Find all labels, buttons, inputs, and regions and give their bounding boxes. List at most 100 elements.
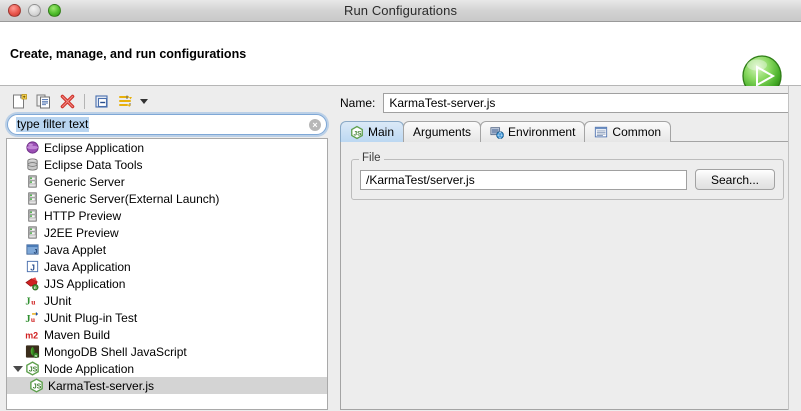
svg-text:JS: JS (354, 130, 363, 137)
tree-item-j2ee-preview[interactable]: J2EE Preview (7, 224, 327, 241)
java-application-icon: J (24, 259, 40, 274)
nodejs-icon: JS (28, 378, 44, 393)
server-icon (24, 225, 40, 240)
svg-text:u: u (30, 315, 34, 324)
tree-item-label: Generic Server(External Launch) (44, 191, 220, 206)
svg-text:J: J (25, 297, 30, 308)
minimize-button[interactable] (28, 4, 41, 17)
tab-arguments[interactable]: Arguments (403, 121, 482, 142)
file-group-label: File (359, 152, 384, 164)
page-title: Create, manage, and run configurations (10, 47, 247, 61)
chevron-down-icon (12, 365, 23, 372)
java-applet-icon: J (24, 242, 40, 257)
collapse-all-icon[interactable] (91, 92, 113, 112)
search-button[interactable]: Search... (695, 169, 775, 190)
tree-item-label: Maven Build (44, 327, 111, 342)
tree-item-eclipse-application[interactable]: Eclipse Application (7, 139, 327, 156)
window-title: Run Configurations (343, 3, 458, 18)
window-titlebar: Run Configurations (0, 0, 801, 22)
file-group: File Search... (351, 152, 784, 200)
tree-item-java-application[interactable]: J Java Application (7, 258, 327, 275)
name-label: Name: (340, 96, 376, 110)
tab-common[interactable]: Common (584, 121, 672, 142)
configuration-tabs: JS Main Arguments Environment Common (340, 120, 795, 142)
filter-field-wrapper: type filter text × (7, 114, 327, 135)
tab-label: Environment (508, 125, 576, 139)
filter-input[interactable] (7, 114, 327, 135)
tree-item-label: JUnit (44, 293, 72, 308)
tree-item-label: HTTP Preview (44, 208, 122, 223)
tree-item-generic-server-external-launch[interactable]: Generic Server(External Launch) (7, 190, 327, 207)
duplicate-icon[interactable] (32, 92, 54, 112)
tab-environment[interactable]: Environment (480, 121, 586, 142)
svg-text:JS: JS (28, 367, 37, 374)
panel-sash[interactable] (332, 90, 340, 410)
maven-m2-icon: m2 (24, 327, 40, 342)
svg-text:m2: m2 (25, 330, 38, 340)
tab-label: Common (612, 125, 662, 139)
tree-item-label: Eclipse Data Tools (44, 157, 143, 172)
mongodb-leaf-icon: n (24, 344, 40, 359)
filter-dropdown-caret-icon[interactable] (140, 99, 148, 104)
configuration-details-panel: Name: JS Main Arguments Environment Common F… (340, 90, 801, 410)
tree-item-label: Node Application (44, 361, 135, 376)
nodejs-icon: JS (24, 361, 40, 376)
file-group-box: Search... (351, 159, 784, 200)
tree-item-label: JJS Application (44, 276, 126, 291)
dialog-header: Create, manage, and run configurations (0, 22, 801, 98)
close-button[interactable] (8, 4, 21, 17)
tree-item-mongodb-shell-javascript[interactable]: n MongoDB Shell JavaScript (7, 343, 327, 360)
new-launch-configuration-icon[interactable] (8, 92, 30, 112)
svg-text:n: n (34, 354, 37, 358)
tree-item-java-applet[interactable]: J Java Applet (7, 241, 327, 258)
tree-item-jjs-application[interactable]: n JJS Application (7, 275, 327, 292)
name-input[interactable] (383, 93, 795, 113)
server-icon (24, 208, 40, 223)
toolbar-separator (84, 94, 85, 109)
filter-icon[interactable] (115, 92, 137, 112)
tree-item-maven-build[interactable]: m2 Maven Build (7, 326, 327, 343)
server-icon (24, 191, 40, 206)
tab-main[interactable]: JS Main (340, 121, 405, 142)
tree-item-label: MongoDB Shell JavaScript (44, 344, 187, 359)
tree-item-generic-server[interactable]: Generic Server (7, 173, 327, 190)
zoom-button[interactable] (48, 4, 61, 17)
dialog-body: type filter text × Eclipse ApplicationEc… (0, 86, 801, 410)
svg-text:J: J (30, 262, 35, 272)
expand-arrow-icon[interactable] (11, 365, 24, 372)
svg-text:J: J (33, 248, 37, 255)
database-icon (24, 157, 40, 172)
tab-label: Arguments (413, 125, 472, 139)
svg-text:J: J (25, 314, 30, 325)
right-edge-divider (788, 86, 801, 410)
svg-text:JS: JS (32, 384, 41, 391)
tree-item-label: JUnit Plug-in Test (44, 310, 138, 325)
main-tab-content: File Search... (340, 141, 795, 410)
tree-item-label: Java Application (44, 259, 131, 274)
tree-item-http-preview[interactable]: HTTP Preview (7, 207, 327, 224)
clear-filter-icon[interactable]: × (309, 119, 321, 131)
tree-item-eclipse-data-tools[interactable]: Eclipse Data Tools (7, 156, 327, 173)
tree-item-node-application[interactable]: JS Node Application (7, 360, 327, 377)
configurations-panel: type filter text × Eclipse ApplicationEc… (0, 90, 332, 410)
tree-item-label: Java Applet (44, 242, 107, 257)
tab-label: Main (368, 125, 395, 139)
jjs-icon: n (24, 276, 40, 291)
server-icon (24, 174, 40, 189)
file-path-input[interactable] (360, 169, 687, 190)
environment-icon (490, 125, 504, 139)
tree-item-karmatest-server-js[interactable]: JS KarmaTest-server.js (7, 377, 327, 394)
delete-icon[interactable] (56, 92, 78, 112)
configurations-toolbar (6, 90, 328, 113)
tree-item-label: Eclipse Application (44, 140, 145, 155)
tree-item-label: KarmaTest-server.js (48, 378, 155, 393)
nodejs-icon: JS (350, 125, 364, 139)
eclipse-sphere-icon (24, 140, 40, 155)
svg-text:u: u (31, 298, 35, 307)
